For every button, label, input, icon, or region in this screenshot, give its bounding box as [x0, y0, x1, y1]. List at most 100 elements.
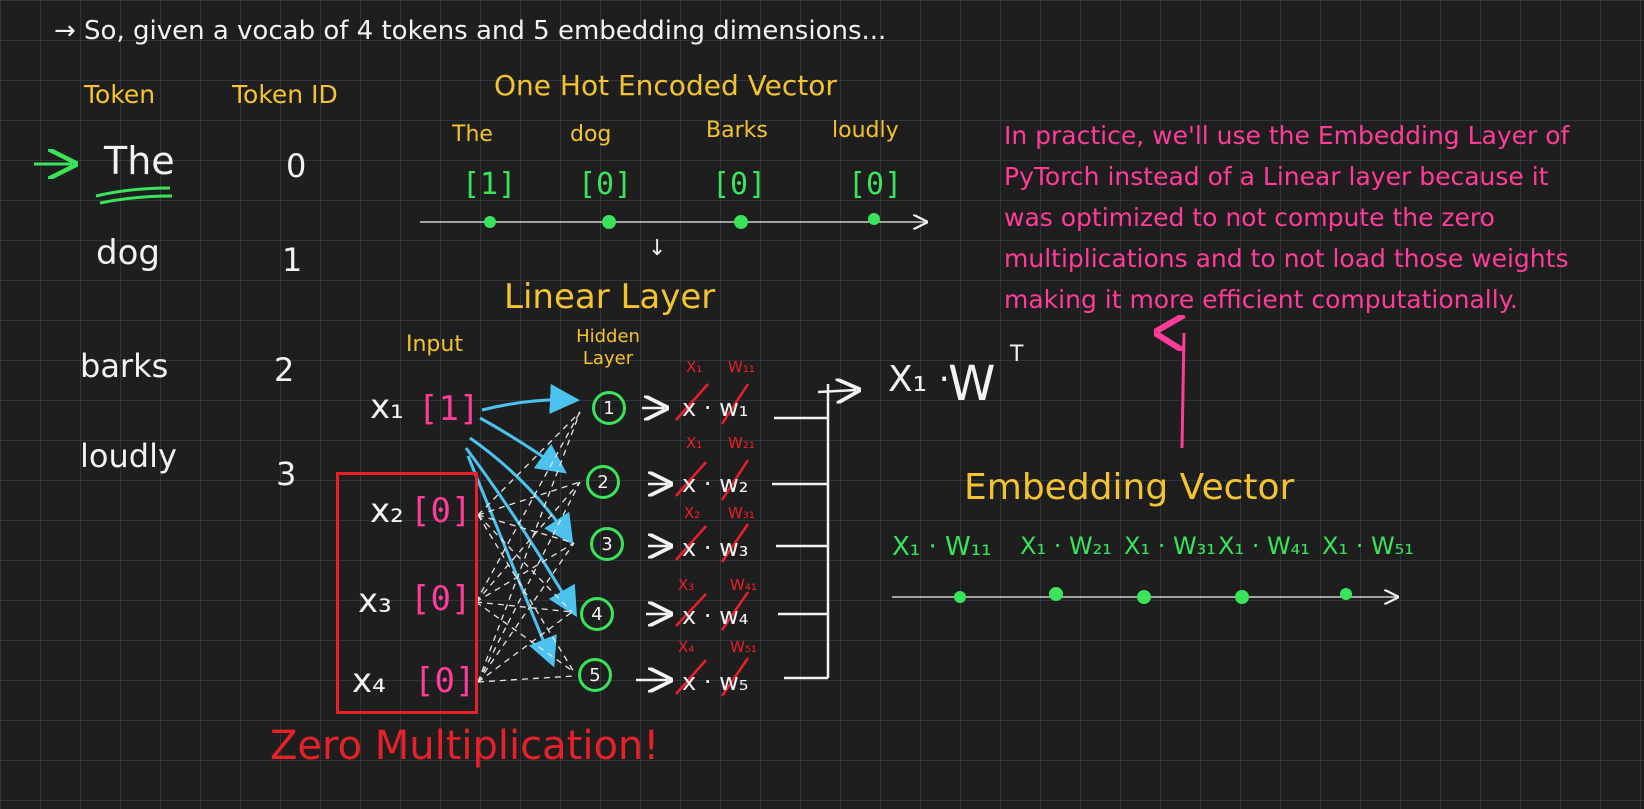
practice-note: In practice, we'll use the Embedding Lay…: [1004, 121, 1570, 314]
strike-line: [720, 523, 750, 563]
strike-line: [675, 525, 707, 561]
input-value: [0]: [410, 579, 472, 619]
embedding-item: X₁ · W₁₁: [892, 532, 992, 562]
collect-bracket: [772, 384, 830, 680]
result-w: W: [948, 356, 996, 412]
hidden-node: 3: [590, 527, 624, 561]
one-hot-dot: [868, 213, 880, 225]
one-hot-dot: [484, 216, 496, 228]
token-id: 1: [282, 241, 303, 279]
weight-line: [477, 411, 581, 516]
one-hot-value: [1]: [462, 167, 517, 202]
input-value: [1]: [418, 389, 480, 429]
red-note-w: W₄₁: [730, 576, 757, 594]
weight-line: [477, 514, 573, 613]
product-term: x · w₄: [682, 602, 749, 630]
one-hot-label: dog: [570, 122, 612, 147]
red-note-x: X₄: [678, 638, 695, 656]
red-note-x: X₁: [686, 434, 703, 452]
token-id: 2: [274, 351, 295, 389]
linear-layer-title: Linear Layer: [504, 277, 716, 317]
red-note-x: X₁: [686, 358, 703, 376]
red-note-x: X₂: [684, 504, 701, 522]
result-transpose: T: [1010, 342, 1024, 367]
one-hot-dot: [734, 215, 748, 229]
embedding-dot: [1049, 587, 1063, 601]
strike-line: [675, 593, 707, 627]
strike-line: [720, 591, 750, 631]
red-note-x: X₃: [678, 576, 695, 594]
hidden-node: 4: [580, 597, 614, 631]
embedding-dot: [954, 591, 966, 603]
input-name: x₂: [370, 491, 404, 531]
weight-line: [477, 411, 581, 683]
result-arrow: [817, 390, 856, 392]
token-underline: [95, 186, 173, 205]
embedding-item: X₁ · W₄₁: [1218, 532, 1310, 560]
embedding-dot: [1235, 590, 1249, 604]
weight-line: [477, 675, 575, 683]
token-label: loudly: [80, 437, 177, 475]
weight-arrow: [481, 383, 580, 414]
token-label: The: [104, 139, 175, 183]
input-name: x₄: [352, 661, 386, 701]
weight-line: [475, 601, 575, 673]
weight-arrow: [479, 416, 567, 474]
down-arrow: ↓: [648, 236, 667, 261]
intro-text: → So, given a vocab of 4 tokens and 5 em…: [54, 16, 887, 46]
one-hot-label: The: [452, 122, 493, 147]
hidden-node: 5: [578, 658, 612, 692]
strike-line: [720, 459, 750, 501]
token-header: Token: [84, 80, 156, 109]
token-label: dog: [96, 233, 160, 273]
input-label: Input: [406, 332, 463, 357]
strike-line: [675, 383, 709, 421]
weight-line: [477, 481, 581, 683]
input-value: [0]: [414, 661, 476, 701]
input-name: x₃: [358, 581, 392, 621]
hidden-node: 1: [592, 391, 626, 425]
product-term: x · w₁: [682, 394, 749, 422]
zero-multiplication-note: Zero Multiplication!: [270, 723, 660, 769]
weight-arrow: [466, 455, 557, 668]
result-x: X₁ ·: [888, 359, 950, 400]
one-hot-value: [0]: [848, 167, 903, 202]
input-name: x₁: [370, 387, 404, 427]
weight-line: [475, 601, 573, 613]
one-hot-label: loudly: [832, 118, 899, 143]
one-hot-value: [0]: [578, 167, 633, 202]
weight-line: [475, 542, 575, 603]
embedding-item: X₁ · W₅₁: [1322, 532, 1414, 560]
token-id-header: Token ID: [232, 80, 338, 109]
token-id: 3: [276, 455, 297, 493]
token-label: barks: [80, 347, 169, 385]
one-hot-title: One Hot Encoded Vector: [494, 69, 837, 102]
note-arrow: [1182, 333, 1184, 449]
product-term: x · w₂: [682, 470, 749, 498]
input-value: [0]: [410, 491, 472, 531]
product-term: x · w₃: [682, 534, 749, 562]
weight-line: [477, 514, 575, 544]
strike-line: [720, 383, 750, 425]
weight-arrow: [464, 447, 578, 618]
embedding-dot: [1340, 588, 1352, 600]
red-note-w: W₅₁: [730, 638, 757, 656]
red-note-w: W₁₁: [728, 358, 755, 376]
one-hot-value: [0]: [712, 167, 767, 202]
strike-line: [675, 659, 707, 695]
embedding-item: X₁ · W₃₁: [1124, 532, 1216, 560]
hidden-label: Hidden Layer: [576, 326, 640, 369]
weight-line: [475, 411, 581, 603]
red-note-w: W₃₁: [728, 504, 755, 522]
weight-line: [477, 514, 575, 673]
zero-multiplication-box: [336, 472, 478, 714]
product-term: x · w₅: [682, 668, 749, 696]
one-hot-dot: [602, 215, 616, 229]
embedding-dot: [1137, 590, 1151, 604]
strike-line: [720, 657, 750, 697]
weight-line: [475, 481, 581, 603]
one-hot-label: Barks: [706, 118, 768, 143]
token-id: 0: [286, 147, 307, 185]
embedding-item: X₁ · W₂₁: [1020, 532, 1112, 560]
